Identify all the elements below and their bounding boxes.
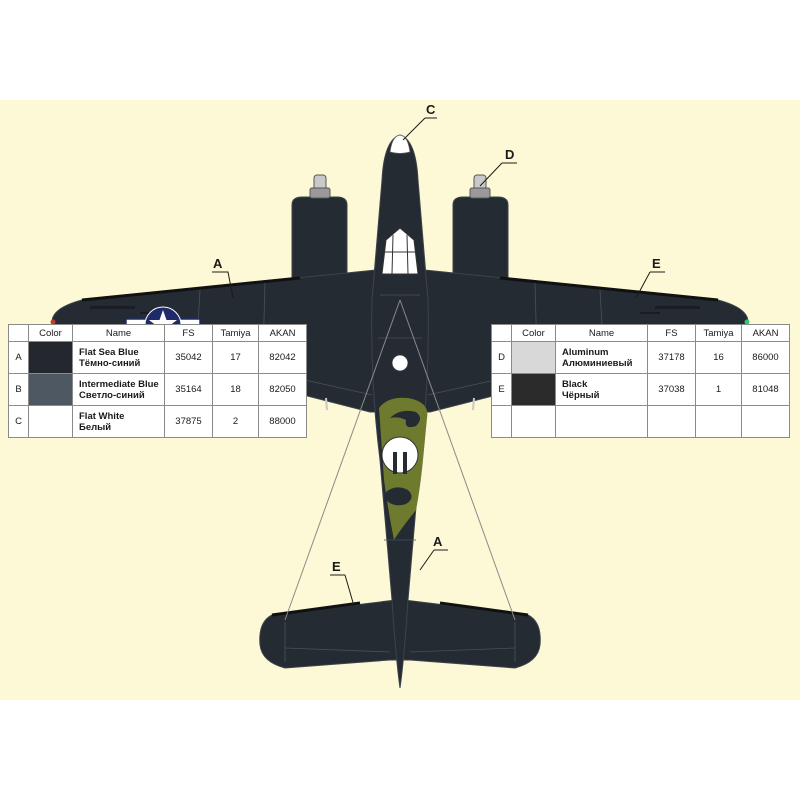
leader-lines <box>284 299 516 621</box>
callout-e-tail: E <box>332 559 341 574</box>
table-header: Color Name FS Tamiya AKAN <box>8 324 307 342</box>
fs-code: 35042 <box>164 341 213 374</box>
akan-code: 88000 <box>258 405 307 438</box>
tamiya-code: 17 <box>212 341 259 374</box>
fs-code: 35164 <box>164 373 213 406</box>
akan-code <box>741 405 790 438</box>
color-name <box>555 405 648 438</box>
row-id: E <box>491 373 512 406</box>
color-swatch <box>511 405 556 438</box>
color-swatch <box>511 373 556 406</box>
fs-code <box>647 405 696 438</box>
color-swatch <box>28 373 73 406</box>
header-color: Color <box>511 324 556 342</box>
color-table-left: Color Name FS Tamiya AKAN A Flat Sea Blu… <box>8 324 307 438</box>
header-fs: FS <box>164 324 213 342</box>
color-swatch <box>511 341 556 374</box>
tamiya-code: 1 <box>695 373 742 406</box>
header-fs: FS <box>647 324 696 342</box>
tamiya-code: 16 <box>695 341 742 374</box>
callout-e-wing: E <box>652 256 661 271</box>
nose-tip <box>389 134 411 154</box>
fs-code: 37875 <box>164 405 213 438</box>
header-akan: AKAN <box>741 324 790 342</box>
tamiya-code: 2 <box>212 405 259 438</box>
table-header: Color Name FS Tamiya AKAN <box>491 324 790 342</box>
header-tamiya: Tamiya <box>212 324 259 342</box>
akan-code: 86000 <box>741 341 790 374</box>
nav-light-left <box>50 319 56 325</box>
header-akan: AKAN <box>258 324 307 342</box>
akan-code: 82050 <box>258 373 307 406</box>
color-swatch <box>28 341 73 374</box>
fs-code: 37178 <box>647 341 696 374</box>
row-id: C <box>8 405 29 438</box>
callout-a-wing: A <box>213 256 223 271</box>
color-swatch <box>28 405 73 438</box>
canopy <box>381 227 419 275</box>
row-id: B <box>8 373 29 406</box>
row-id <box>491 405 512 438</box>
fs-code: 37038 <box>647 373 696 406</box>
header-name: Name <box>555 324 648 342</box>
header-id <box>491 324 512 342</box>
gun-turret <box>381 436 419 474</box>
callout-c-nose: C <box>426 102 436 117</box>
row-id: A <box>8 341 29 374</box>
header-tamiya: Tamiya <box>695 324 742 342</box>
fuselage-light <box>391 354 409 372</box>
callout-d-spinner: D <box>505 147 515 162</box>
header-name: Name <box>72 324 165 342</box>
tamiya-code <box>695 405 742 438</box>
row-id: D <box>491 341 512 374</box>
tamiya-code: 18 <box>212 373 259 406</box>
header-color: Color <box>28 324 73 342</box>
akan-code: 82042 <box>258 341 307 374</box>
header-id <box>8 324 29 342</box>
callout-a-fuselage: A <box>433 534 443 549</box>
callout-lines <box>212 117 665 607</box>
nav-light-right <box>744 319 750 325</box>
akan-code: 81048 <box>741 373 790 406</box>
table-row <box>491 405 790 438</box>
